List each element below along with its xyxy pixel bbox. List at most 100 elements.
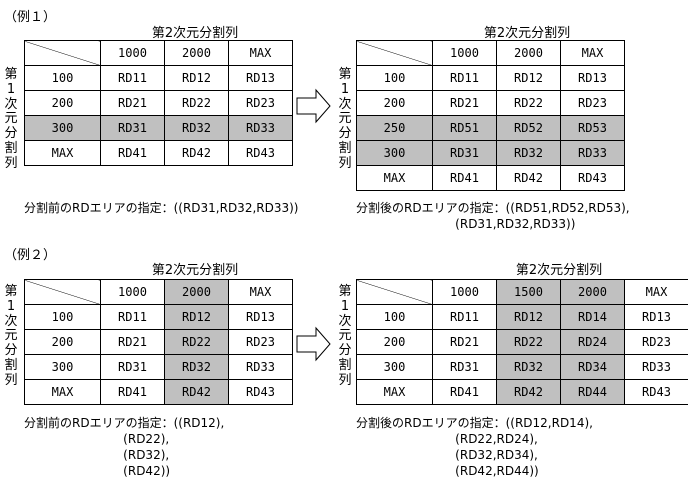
table-cell: RD12 <box>496 65 561 91</box>
table-cell: RD11 <box>432 65 497 91</box>
table-cell: RD21 <box>432 329 497 355</box>
row-header-cell: MAX <box>356 165 433 191</box>
table-cell: RD22 <box>164 90 229 116</box>
table-cell: RD23 <box>228 329 293 355</box>
column-header-cell: MAX <box>560 40 625 66</box>
side-label-char: 元 <box>4 328 18 344</box>
table-cell: RD21 <box>100 329 165 355</box>
table-cell: RD42 <box>164 140 229 166</box>
table-cell: RD43 <box>560 165 625 191</box>
side-label-char: 次 <box>338 313 352 329</box>
side-label-char: 第 <box>4 67 18 82</box>
corner-cell <box>356 40 433 66</box>
column-header-cell: 2000 <box>164 279 229 305</box>
table-cell: RD32 <box>496 140 561 166</box>
table-cell: RD31 <box>100 115 165 141</box>
row-header-cell: MAX <box>24 140 101 166</box>
table-cell: RD11 <box>432 304 497 330</box>
side-label-char: 次 <box>4 313 18 329</box>
example-2-label: （例２） <box>4 248 57 263</box>
table-cell: RD33 <box>228 115 293 141</box>
table-cell: RD41 <box>100 379 165 405</box>
ex2-right-note: 分割後のRDエリアの指定：((RD12,RD14), (RD22,RD24), … <box>356 416 593 478</box>
column-header-cell: 1500 <box>496 279 561 305</box>
ex1-right-title: 第2次元分割列 <box>483 26 571 41</box>
corner-cell <box>24 279 101 305</box>
table-cell: RD31 <box>100 354 165 380</box>
side-label-char: 次 <box>338 96 352 112</box>
side-label-char: 1 <box>340 298 350 314</box>
side-label-char: 1 <box>6 81 16 97</box>
column-header-cell: 1000 <box>100 279 165 305</box>
table-cell: RD31 <box>432 354 497 380</box>
table-cell: RD42 <box>496 165 561 191</box>
table-cell: RD31 <box>432 140 497 166</box>
row-header-cell: 300 <box>24 115 101 141</box>
table-cell: RD53 <box>560 115 625 141</box>
side-label-char: 分 <box>4 126 18 142</box>
table-cell: RD33 <box>560 140 625 166</box>
ex1-left-title: 第2次元分割列 <box>151 26 239 41</box>
side-label-char: 分 <box>4 343 18 359</box>
row-header-cell: 100 <box>356 65 433 91</box>
ex2-left-note: 分割前のRDエリアの指定：((RD12), (RD22), (RD32), (R… <box>24 416 225 478</box>
row-header-cell: MAX <box>356 379 433 405</box>
column-header-cell: 1000 <box>100 40 165 66</box>
table-cell: RD32 <box>496 354 561 380</box>
table-cell: RD22 <box>496 329 561 355</box>
table-cell: RD23 <box>560 90 625 116</box>
row-header-cell: 300 <box>356 140 433 166</box>
table-cell: RD22 <box>496 90 561 116</box>
table-cell: RD11 <box>100 304 165 330</box>
table-cell: RD12 <box>164 65 229 91</box>
side-label-char: 第 <box>338 67 352 82</box>
table-cell: RD51 <box>432 115 497 141</box>
ex1-right-note: 分割後のRDエリアの指定：((RD51,RD52,RD53), (RD31,RD… <box>356 201 630 231</box>
side-label-char: 第 <box>338 284 352 299</box>
row-header-cell: MAX <box>24 379 101 405</box>
ex1-arrow-icon <box>296 88 331 124</box>
column-header-cell: 2000 <box>164 40 229 66</box>
column-header-cell: 1000 <box>432 40 497 66</box>
table-cell: RD12 <box>164 304 229 330</box>
row-header-cell: 200 <box>356 329 433 355</box>
table-cell: RD21 <box>100 90 165 116</box>
table-cell: RD13 <box>228 304 293 330</box>
side-label-char: 割 <box>338 140 352 156</box>
row-header-cell: 300 <box>24 354 101 380</box>
row-header-cell: 300 <box>356 354 433 380</box>
table-cell: RD33 <box>228 354 293 380</box>
table-cell: RD23 <box>624 329 688 355</box>
table-cell: RD43 <box>228 379 293 405</box>
table-cell: RD34 <box>560 354 625 380</box>
row-header-cell: 200 <box>24 90 101 116</box>
column-header-cell: MAX <box>228 279 293 305</box>
ex2-arrow-icon <box>296 326 331 362</box>
side-label-char: 分 <box>338 343 352 359</box>
row-header-cell: 200 <box>24 329 101 355</box>
side-label-char: 割 <box>338 357 352 373</box>
table-cell: RD11 <box>100 65 165 91</box>
column-header-cell: MAX <box>624 279 688 305</box>
table-cell: RD52 <box>496 115 561 141</box>
table-cell: RD13 <box>624 304 688 330</box>
side-label-char: 元 <box>338 111 352 127</box>
side-label-char: 分 <box>338 126 352 142</box>
